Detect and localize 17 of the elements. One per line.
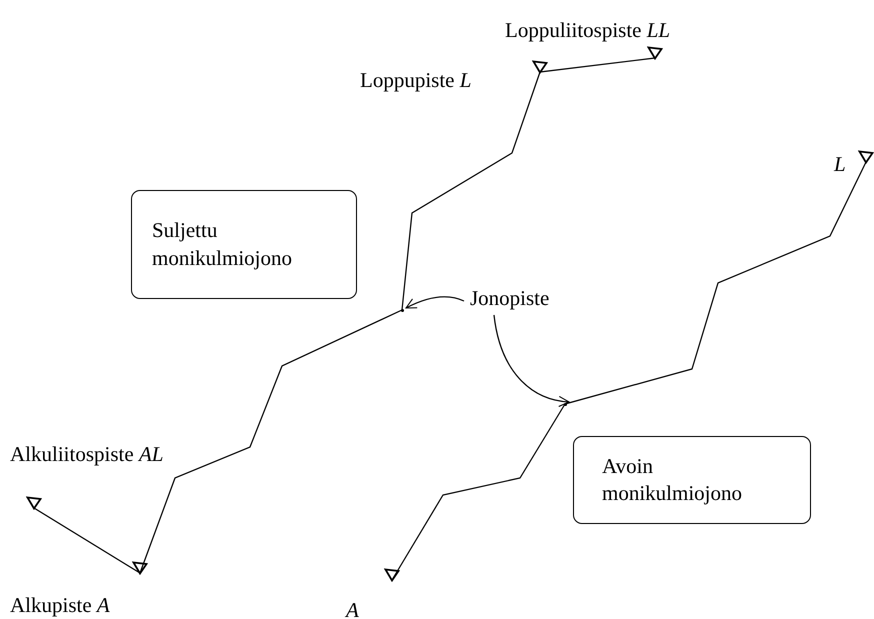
polyline <box>401 72 541 310</box>
point-label: L <box>834 152 846 178</box>
callout-text: Jonopiste <box>470 286 550 312</box>
label-box: Suljettu monikulmiojono <box>131 190 357 299</box>
leader-arrow <box>406 296 464 309</box>
point-label: A <box>346 598 359 619</box>
polyline <box>391 404 566 580</box>
leader-arrow <box>493 314 570 406</box>
polyline <box>34 507 140 574</box>
point-label: Loppupiste L <box>360 68 472 94</box>
point-label: Loppuliitospiste LL <box>505 18 670 44</box>
point-label: Alkupiste A <box>10 593 110 618</box>
polyline <box>139 309 402 574</box>
point-label: Alkuliitospiste AL <box>10 442 164 468</box>
polyline <box>540 57 656 73</box>
label-box: Avoin monikulmiojono <box>573 436 811 524</box>
polyline <box>564 162 867 405</box>
